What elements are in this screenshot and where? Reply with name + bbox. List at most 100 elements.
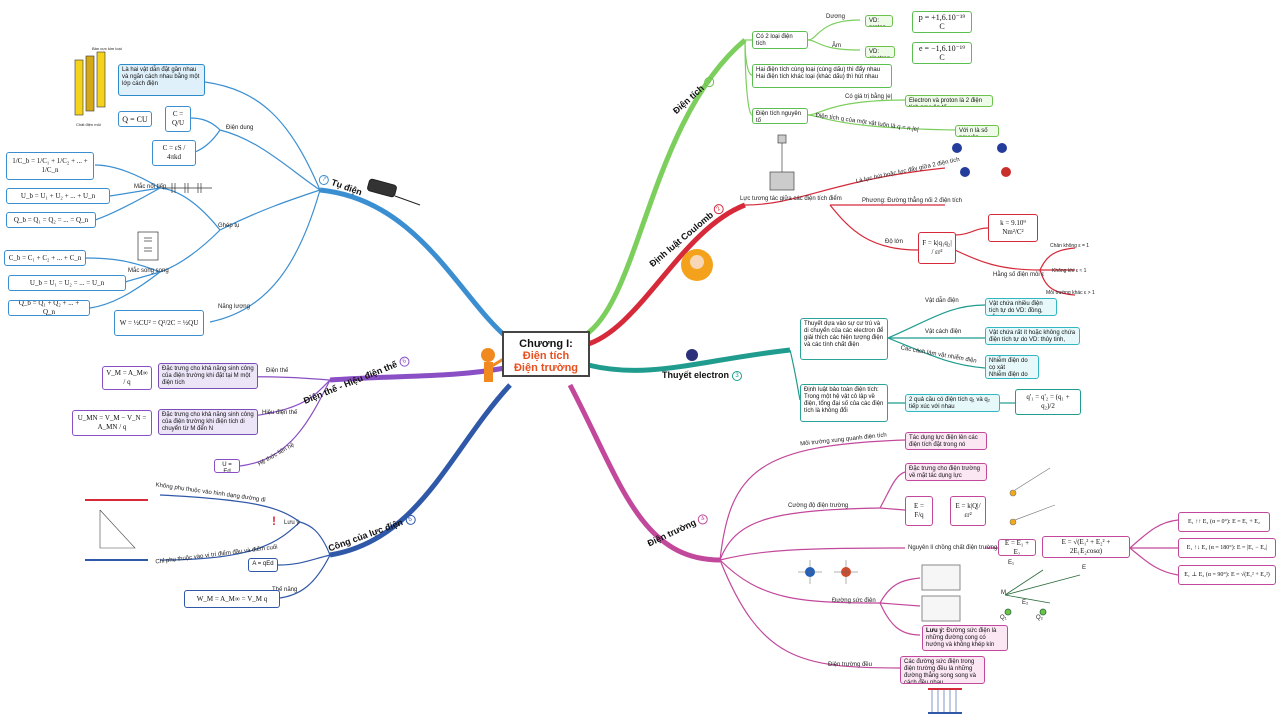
luc-tuong-tac-label: Lực tương tác giữa các điện tích điểm (740, 196, 842, 202)
q-sau-tiep-xuc-formula: q'₁ = q'₂ = (q₁ + q₂)/2 (1015, 389, 1081, 415)
tu-dien-dinh-nghia-box: Là hai vật dẫn đặt gần nhau và ngăn cách… (118, 64, 205, 96)
noi-tiep-C-formula: 1/C_b = 1/C₁ + 1/C₂ + ... + 1/C_n (6, 152, 94, 180)
coulomb-force-formula: F = k|q₁q₂| / εr² (918, 232, 956, 264)
the-nang-label: Thế năng (272, 587, 298, 593)
voi-n-box: Với n là số nguyên (955, 125, 999, 137)
dien-dung-label: Điện dung (226, 125, 254, 131)
electron-charge-formula: e = −1,6.10⁻¹⁹ C (912, 42, 972, 64)
song-song-Q-formula: Q_b = Q₁ + Q₂ + ... + Q_n (8, 300, 90, 316)
noi-tiep-Q-formula: Q_b = Q₁ = Q₂ = ... = Q_n (6, 212, 96, 228)
do-lon-label: Độ lớn (885, 239, 903, 245)
A-qEd-formula: A = qEd (248, 558, 278, 572)
W-energy-formula: W = ½CU² = Q²/2C = ½QU (114, 310, 204, 336)
case-perpendicular: E₁ ⊥ E₂ (α = 90°): E = √(E₁² + E₂²) (1178, 565, 1276, 585)
label-Q2: Q₂ (1036, 615, 1043, 621)
center-subtitle-2: Điện trường (513, 362, 579, 374)
coulomb-charges-diagram (952, 143, 1011, 177)
label-E: E (1082, 565, 1087, 571)
vd-electron-box: VD: electron (865, 46, 895, 58)
branch-line-electron (587, 347, 791, 373)
E-sum-formula: E = E₁ + E₂ (998, 539, 1036, 556)
center-title: Chương I: (519, 338, 573, 350)
series-circuit (162, 183, 212, 193)
nguyen-to-box: Điện tích nguyên tố (752, 108, 808, 124)
C-epsilon-formula: C = εS / 4πkd (152, 140, 196, 166)
uniform-field-plates (928, 688, 962, 714)
chat-dien-moi-label: Chất điện môi (76, 122, 101, 127)
C-Q-U-formula: C = Q/U (165, 106, 191, 132)
branch-line-tu-dien (319, 187, 512, 342)
khong-khi-label: Không khí ε ≈ 1 (1052, 268, 1087, 274)
E-k-formula: E = k|Q|/εr² (950, 496, 986, 526)
dien-the-box: Đặc trưng cho khả năng sinh công của điệ… (158, 363, 258, 389)
hai-qua-cau-box: 2 quả cầu có điện tích q₁ và q₂ tiếp xúc… (905, 394, 1000, 412)
capacitor-drawing (74, 51, 106, 116)
electron-ball (686, 349, 698, 361)
branch-line-cong (329, 383, 512, 558)
electron-proton-box: Electron và proton là 2 điện tích nguyên… (905, 95, 993, 107)
center-subtitle-1: Điện tích (522, 350, 570, 362)
warning-icon: ! (272, 514, 276, 528)
label-Q1: Q₁ (1000, 615, 1007, 621)
label-E1: E₁ (1008, 560, 1015, 566)
ghep-tu-label: Ghép tụ (218, 223, 240, 229)
luu-y-box: Lưu ý: Đường sức điện là những đường con… (922, 625, 1008, 651)
mac-song-song-label: Mắc song song (128, 268, 169, 274)
song-song-C-formula: C_b = C₁ + C₂ + ... + C_n (4, 250, 86, 266)
dien-truong-deu-label: Điện trường đều (828, 662, 872, 668)
nang-luong-label: Năng lượng (218, 304, 250, 310)
case-opposite-direction: E₁ ↑↓ E₂ (α = 180°): E = |E₁ − E₂| (1178, 538, 1276, 558)
U-formula: U_MN = V_M − V_N = A_MN / q (72, 410, 152, 436)
vat-cach-box: Vật chứa rất ít hoặc không chứa điện tíc… (985, 327, 1080, 345)
co-gia-tri-label: Có giá trị bằng |e| (845, 94, 893, 100)
center-topic: Chương I: Điện tích Điện trường (502, 331, 590, 377)
label-E2: E₂ (1022, 600, 1029, 606)
dac-trung-box: Đặc trưng cho điện trường về mặt tác dụn… (905, 463, 987, 481)
duong-label: Dương (826, 14, 845, 20)
vat-dan-label: Vật dẫn điện (925, 298, 959, 304)
branch-line-dien-tich (583, 38, 747, 338)
branch-line-coulomb (584, 202, 746, 348)
duong-suc-label: Đường sức điện (832, 598, 876, 604)
bao-toan-box: Định luật bảo toàn điện tích: Trong một … (800, 384, 888, 422)
am-label: Âm (832, 43, 841, 49)
vat-cach-label: Vật cách điện (925, 329, 962, 335)
mac-noi-tiep-label: Mắc nối tiếp (134, 184, 167, 190)
dien-the-label: Điện thế (266, 368, 289, 374)
noi-tiep-U-formula: U_b = U₁ + U₂ + ... + U_n (6, 188, 110, 204)
label-M: M (1001, 590, 1006, 596)
chong-chat-label: Nguyên lí chồng chất điện trường (908, 545, 998, 551)
cach-nhiem-box: Nhiễm điện do cọ xát Nhiễm điện do tiếp … (985, 355, 1039, 379)
tac-dung-box: Tác dụng lực điện lên các điện tích đặt … (905, 432, 987, 450)
tuong-tac-box: Hai điện tích cùng loại (cùng dấu) thì đ… (752, 64, 892, 88)
co-2-loai-box: Có 2 loại điện tích (752, 31, 808, 49)
k-constant-formula: k = 9.10⁹ Nm²/C² (988, 214, 1038, 242)
hieu-dien-the-label: Hiệu điện thế (262, 410, 298, 416)
Q-CU-formula: Q = CU (118, 111, 152, 127)
phuong-label: Phương: Đường thẳng nối 2 điện tích (862, 198, 962, 204)
coulomb-torsion-balance (769, 134, 795, 191)
superposition-diagram (1004, 569, 1081, 616)
E-magnitude-formula: E = √(E₁² + E₂² + 2E₁E₂cosα) (1042, 536, 1130, 558)
cuong-do-label: Cường độ điện trường (788, 503, 849, 509)
proton-charge-formula: p = +1,6.10⁻¹⁹ C (912, 11, 972, 33)
moi-truong-khac-label: Môi trường khác ε > 1 (1046, 290, 1095, 296)
song-song-U-formula: U_b = U₁ = U₂ = ... = U_n (8, 275, 126, 291)
vd-proton-box: VD: proton (865, 15, 893, 27)
he-so-dien-moi-label: Hằng số điện môi ε (993, 272, 1045, 278)
work-diagram (85, 499, 148, 561)
field-charges (798, 560, 858, 584)
E-F-q-formula: E = F/q (905, 496, 933, 526)
capacitor-component (367, 178, 421, 206)
luu-y-label: Lưu ý (284, 520, 300, 526)
coulomb-portrait (681, 249, 713, 281)
U-Ed-formula: U = Ed (214, 459, 240, 473)
case-same-direction: E₁ ↑↑ E₂ (α = 0°): E = E₁ + E₂ (1178, 512, 1270, 532)
branch-line-dien-truong (567, 383, 721, 563)
chan-khong-label: Chân không ε = 1 (1050, 243, 1090, 249)
V-formula: V_M = A_M∞ / q (102, 366, 152, 390)
hieu-dien-the-box: Đặc trưng cho khả năng sinh công của điệ… (158, 409, 258, 435)
W-formula: W_M = A_M∞ = V_M q (184, 590, 280, 608)
